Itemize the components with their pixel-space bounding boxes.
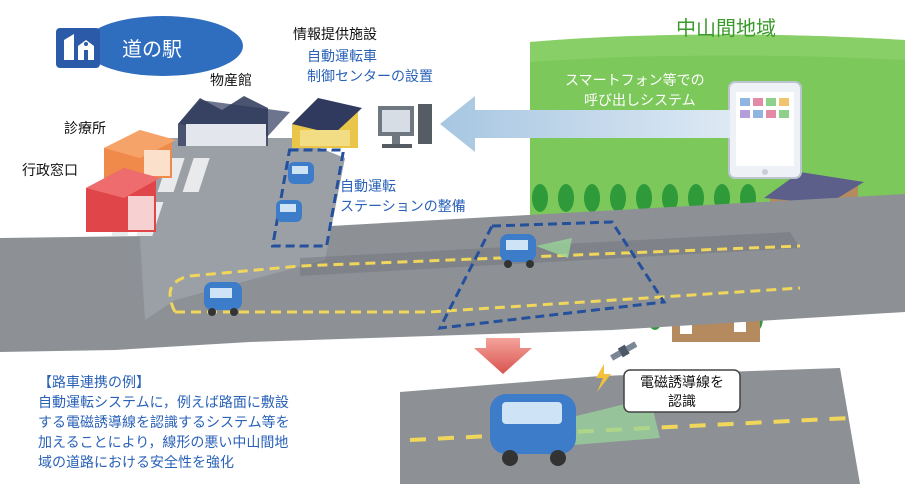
example-title: 【路車連携の例】	[38, 375, 150, 391]
left-arrow-icon	[440, 96, 730, 152]
recognize-line2: 認識	[668, 394, 696, 410]
example-body-line2: する電磁誘導線を認識するシステム等を	[38, 415, 290, 431]
road-median	[300, 232, 800, 276]
smartphone-call-line1: スマートフォン等での	[565, 73, 705, 89]
smartphone-call-line2: 呼び出しシステム	[584, 93, 696, 109]
station-line2: ステーションの整備	[340, 199, 466, 215]
satellite-icon	[610, 341, 638, 361]
vehicle-parked-1	[288, 162, 314, 184]
lightning-icon	[596, 364, 611, 392]
down-arrow-icon	[474, 338, 532, 374]
building-admin	[86, 168, 160, 232]
control-center-line2: 制御センターの設置	[307, 69, 433, 85]
michi-no-eki-label: 道の駅	[122, 37, 182, 61]
vehicle-on-road	[500, 234, 536, 268]
building-info-facility	[292, 98, 362, 148]
desktop-computer-icon	[378, 104, 432, 148]
example-body-line4: 域の道路における安全性を強化	[38, 455, 234, 471]
clinic-label: 診療所	[64, 121, 106, 137]
michi-no-eki-badge	[83, 16, 243, 76]
recognize-line1: 電磁誘導線を	[640, 375, 724, 391]
tablet-icon	[728, 81, 802, 179]
example-body-line3: 加えることにより，線形の悪い中山間地	[38, 435, 289, 451]
route-line	[168, 244, 801, 314]
recognize-callout	[623, 369, 741, 413]
info-facility-label: 情報提供施設	[293, 27, 377, 43]
admin-window-label: 行政窓口	[22, 163, 78, 179]
building-bussankan	[178, 96, 290, 146]
station-box	[270, 148, 346, 248]
control-center-line1: 自動運転車	[307, 49, 377, 65]
vehicle-left	[204, 282, 242, 316]
example-body-line1: 自動運転システムに，例えば路面に敷設	[38, 395, 289, 411]
region-label: 中山間地域	[676, 16, 776, 40]
bussankan-label: 物産館	[210, 73, 252, 89]
building-clinic	[104, 130, 176, 178]
vehicle-parked-2	[276, 200, 302, 222]
road-sensor-box	[437, 220, 667, 330]
michi-no-eki-logo-icon	[56, 28, 100, 68]
station-line1: 自動運転	[340, 179, 396, 195]
vehicle-detail	[490, 394, 576, 466]
